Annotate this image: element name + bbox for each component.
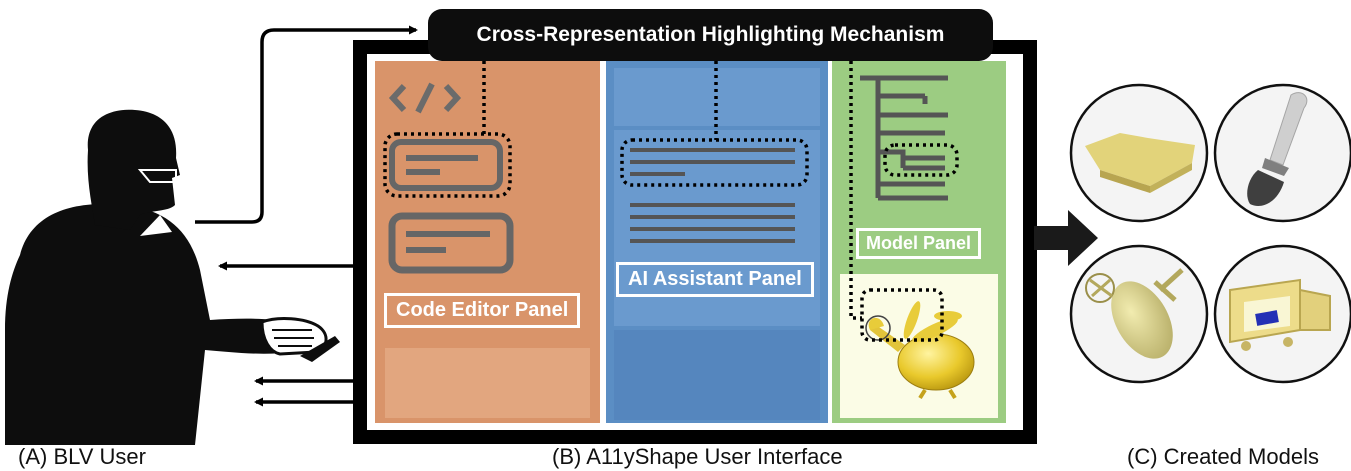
code-editor-panel	[375, 61, 600, 423]
highlighting-mechanism-label: Cross-Representation Highlighting Mechan…	[428, 9, 993, 61]
blv-user-figure	[5, 109, 340, 445]
caption-blv-user: (A) BLV User	[18, 444, 146, 469]
model-circle-1	[1069, 83, 1209, 223]
model-panel	[832, 61, 1006, 423]
model-circle-3	[1069, 244, 1209, 384]
output-arrow	[1034, 210, 1098, 266]
caption-interface: (B) A11yShape User Interface	[552, 444, 843, 469]
user-to-mechanism-arrow	[195, 25, 418, 224]
ai-assistant-panel	[606, 61, 828, 423]
model-circle-2	[1213, 83, 1351, 223]
model-circle-4	[1213, 244, 1351, 384]
highlight-connectors	[482, 61, 862, 320]
caption-created-models: (C) Created Models	[1127, 444, 1319, 469]
ai-assistant-panel-label: AI Assistant Panel	[616, 262, 814, 297]
created-models	[1069, 83, 1351, 384]
model-panel-label: Model Panel	[856, 228, 982, 259]
code-editor-panel-label: Code Editor Panel	[384, 293, 581, 328]
